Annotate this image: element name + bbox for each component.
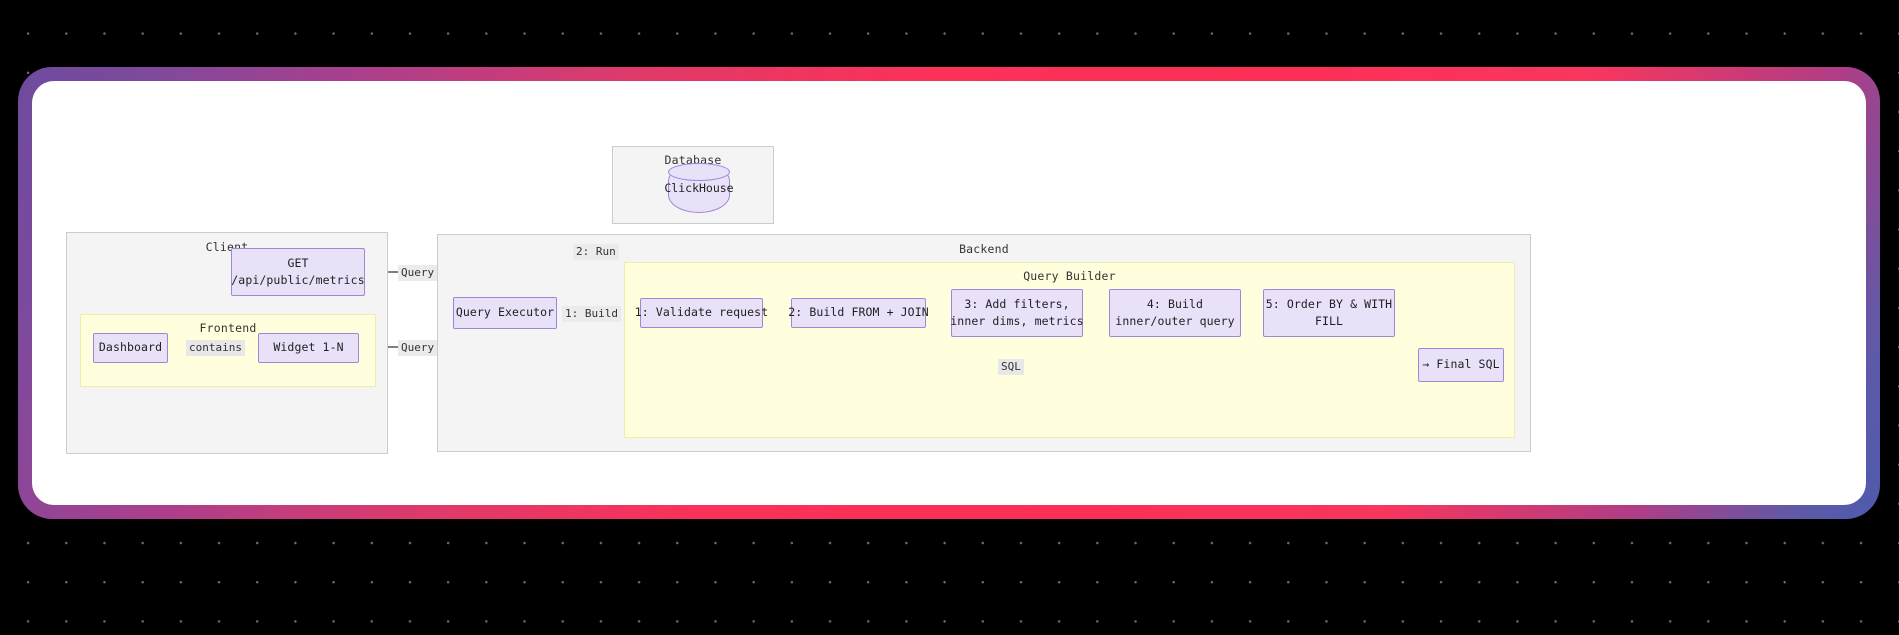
- edge-label-query-from-get: Query: [398, 265, 438, 281]
- node-step-2-label: 2: Build FROM + JOIN: [788, 305, 929, 320]
- node-step-3-line2: inner dims, metrics: [950, 314, 1084, 328]
- subgraph-backend-label: Backend: [959, 242, 1009, 256]
- node-final-sql-label: → Final SQL: [1422, 357, 1500, 372]
- diagram-canvas: Client GET /api/public/metrics Frontend …: [32, 81, 1866, 505]
- node-step-1-validate-request[interactable]: 1: Validate request: [635, 298, 768, 328]
- node-query-executor[interactable]: Query Executor: [453, 297, 557, 329]
- edge-label-run: 2: Run: [573, 244, 619, 260]
- node-dashboard[interactable]: Dashboard: [93, 333, 168, 363]
- edge-label-sql-return: SQL: [998, 359, 1024, 375]
- edge-label-query-from-widget: Query: [398, 340, 438, 356]
- node-step-3-line1: 3: Add filters,: [964, 296, 1070, 311]
- node-step-2-build-from-join[interactable]: 2: Build FROM + JOIN: [788, 298, 929, 328]
- node-clickhouse-label: ClickHouse: [664, 181, 734, 195]
- subgraph-frontend-label: Frontend: [199, 321, 257, 335]
- node-step-4-build-inner-outer-query[interactable]: 4: Build inner/outer query: [1109, 289, 1241, 337]
- node-get-endpoint[interactable]: GET /api/public/metrics: [231, 248, 365, 296]
- node-query-executor-label: Query Executor: [455, 305, 555, 320]
- edge-label-build: 1: Build: [562, 306, 621, 322]
- node-widget[interactable]: Widget 1-N: [258, 333, 359, 363]
- node-get-endpoint-line1: GET: [287, 255, 309, 270]
- subgraph-query-builder-label: Query Builder: [1023, 269, 1116, 283]
- node-final-sql[interactable]: → Final SQL: [1418, 348, 1504, 382]
- node-step-5-line2: FILL: [1314, 314, 1344, 328]
- node-step-3-add-filters[interactable]: 3: Add filters, inner dims, metrics: [950, 289, 1084, 337]
- node-step-4-line2: inner/outer query: [1115, 314, 1235, 328]
- node-step-1-label: 1: Validate request: [634, 305, 769, 320]
- node-clickhouse[interactable]: ClickHouse: [664, 163, 734, 213]
- node-step-4-line1: 4: Build: [1146, 296, 1204, 311]
- node-widget-label: Widget 1-N: [273, 340, 344, 355]
- node-step-5-order-by-with-fill[interactable]: 5: Order BY & WITH FILL: [1263, 289, 1395, 337]
- gradient-frame: Client GET /api/public/metrics Frontend …: [18, 67, 1880, 519]
- edge-label-contains: contains: [186, 340, 245, 356]
- node-dashboard-label: Dashboard: [98, 340, 163, 355]
- node-get-endpoint-line2: /api/public/metrics: [231, 273, 365, 287]
- node-step-5-line1: 5: Order BY & WITH: [1265, 296, 1393, 311]
